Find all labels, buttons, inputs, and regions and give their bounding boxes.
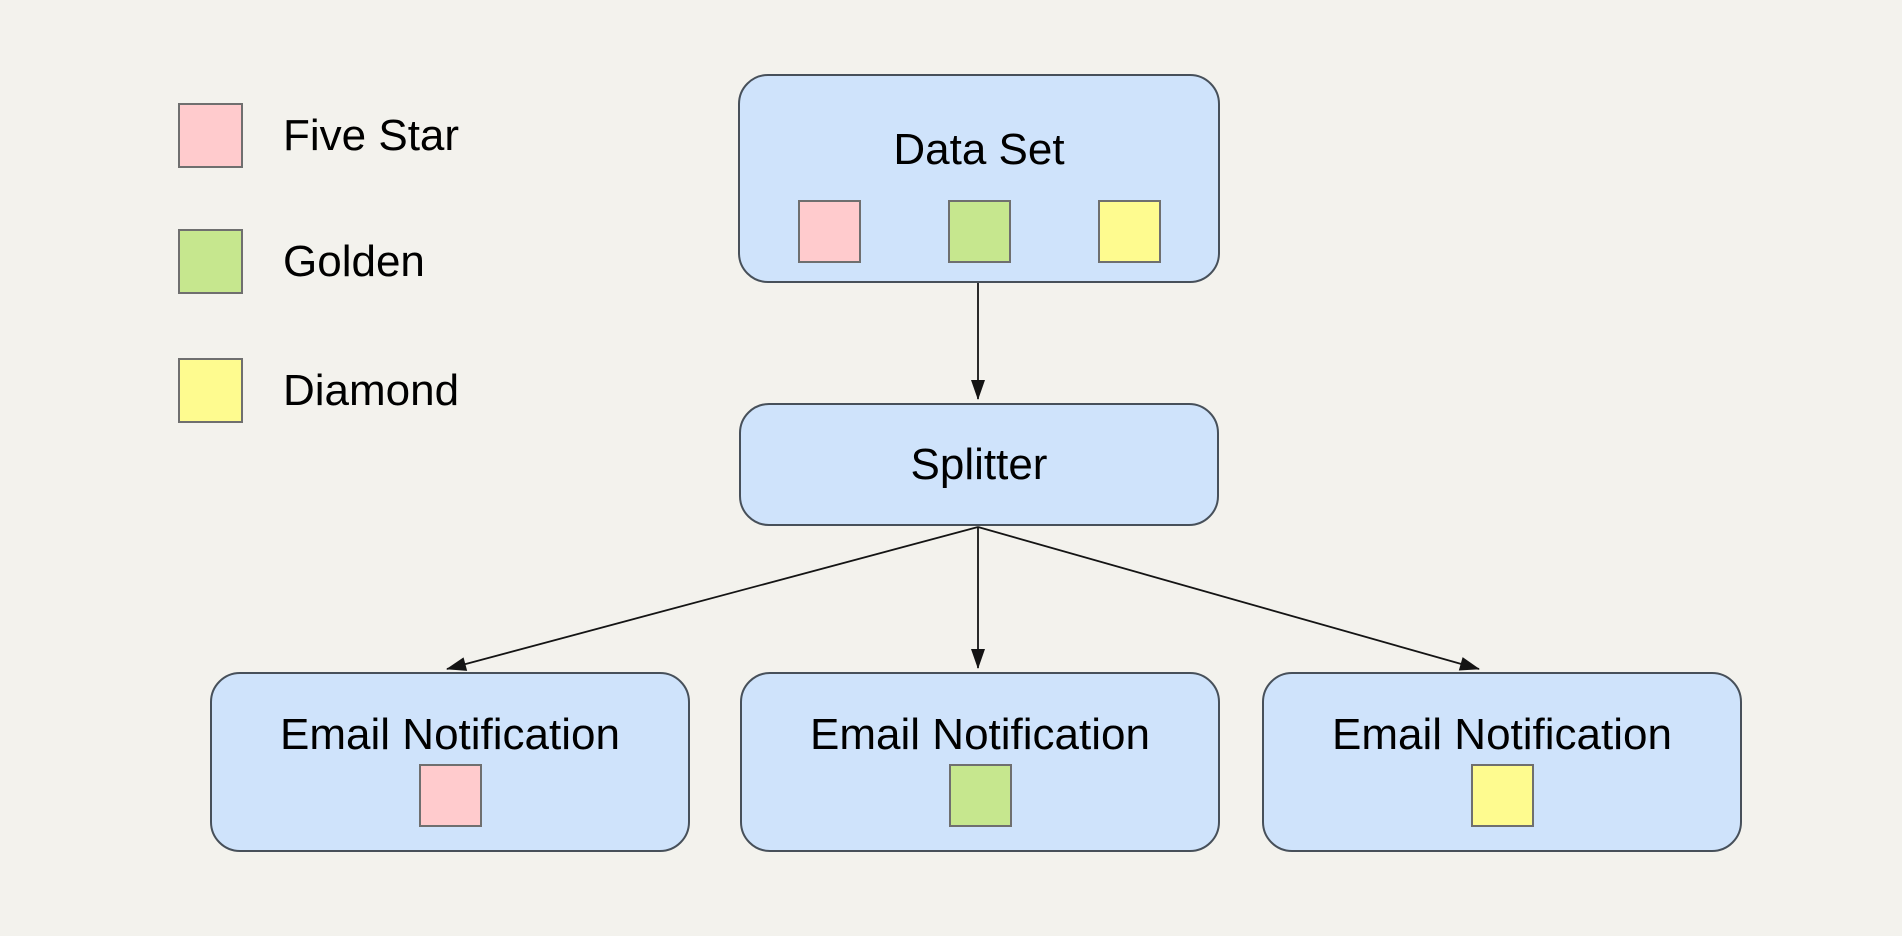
node-data-set-swatches bbox=[797, 200, 1161, 263]
edge-splitter-email-right bbox=[977, 526, 1480, 671]
node-email-notification-golden[interactable]: Email Notification bbox=[740, 672, 1220, 852]
node-email-notification-diamond[interactable]: Email Notification bbox=[1262, 672, 1742, 852]
node-email-left-swatches bbox=[418, 764, 482, 832]
node-email-left-label: Email Notification bbox=[280, 710, 620, 759]
legend-label-diamond: Diamond bbox=[283, 366, 460, 415]
node-email-right-swatches bbox=[1470, 764, 1534, 832]
diamond-swatch bbox=[1097, 200, 1161, 263]
golden-swatch bbox=[178, 229, 243, 294]
node-data-set[interactable]: Data Set bbox=[738, 74, 1220, 283]
legend-label-golden: Golden bbox=[283, 237, 425, 286]
legend-item-five-star: Five Star bbox=[178, 103, 459, 168]
golden-swatch bbox=[948, 764, 1012, 827]
five-star-swatch bbox=[178, 103, 243, 168]
diamond-swatch bbox=[1470, 764, 1534, 827]
node-email-right-label: Email Notification bbox=[1332, 710, 1672, 759]
edge-splitter-email-left bbox=[446, 526, 979, 671]
node-email-middle-label: Email Notification bbox=[810, 710, 1150, 759]
golden-swatch bbox=[947, 200, 1011, 263]
node-splitter[interactable]: Splitter bbox=[739, 403, 1219, 526]
diamond-swatch bbox=[178, 358, 243, 423]
node-splitter-label: Splitter bbox=[910, 439, 1048, 489]
legend-label-five-star: Five Star bbox=[283, 111, 460, 160]
node-data-set-label: Data Set bbox=[893, 125, 1065, 174]
legend-item-golden: Golden bbox=[178, 229, 425, 294]
five-star-swatch bbox=[418, 764, 482, 827]
node-email-middle-swatches bbox=[948, 764, 1012, 832]
legend-item-diamond: Diamond bbox=[178, 358, 459, 423]
five-star-swatch bbox=[797, 200, 861, 263]
node-email-notification-five-star[interactable]: Email Notification bbox=[210, 672, 690, 852]
